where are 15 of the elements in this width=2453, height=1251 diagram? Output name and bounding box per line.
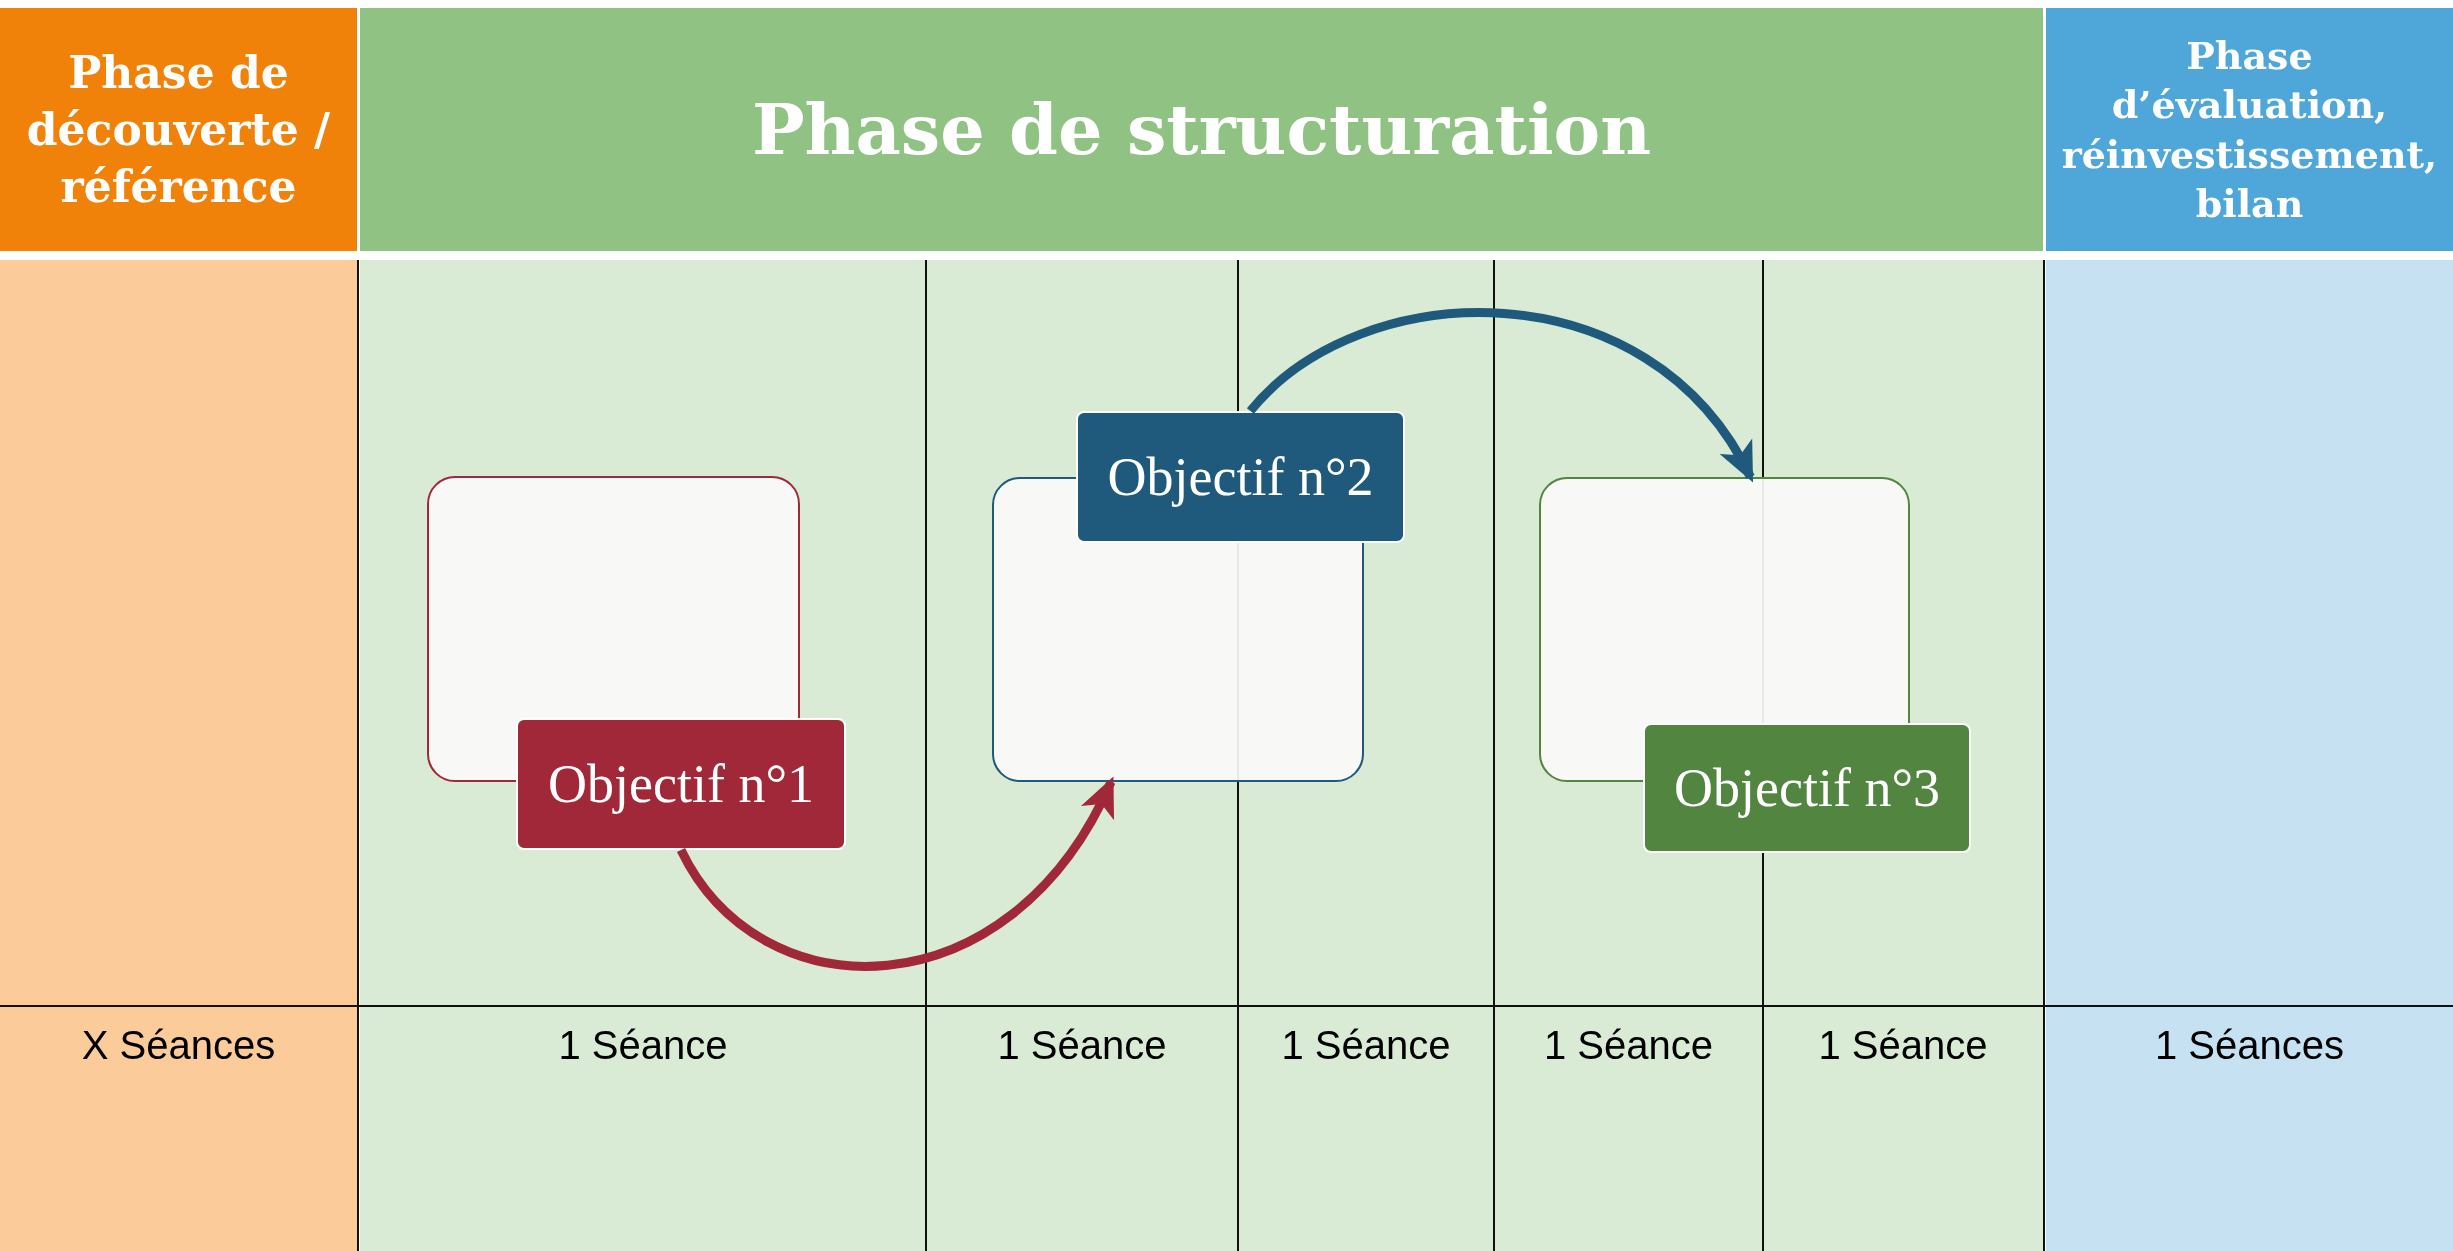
session-count: 1 Séance: [1280, 1021, 1452, 1069]
session-count: 1 Séance: [557, 1021, 729, 1069]
objective-label: Objectif n°1: [516, 718, 846, 850]
phase-header: Phase de structuration: [360, 8, 2043, 251]
phase-header: Phase d’évaluation, réinvestissement, bilan: [2046, 8, 2453, 251]
phase-header: Phase de découverte / référence: [0, 8, 357, 251]
session-count: 1 Séance: [1543, 1021, 1714, 1069]
curved-arrow: [1247, 309, 1755, 483]
curved-arrow: [677, 776, 1116, 970]
objective-label: Objectif n°2: [1076, 411, 1405, 543]
session-count: 1 Séance: [996, 1021, 1168, 1069]
objective-label: Objectif n°3: [1643, 723, 1971, 853]
session-count: 1 Séances: [2154, 1021, 2345, 1069]
session-count: 1 Séance: [1817, 1021, 1989, 1069]
session-count: X Séances: [80, 1021, 277, 1069]
